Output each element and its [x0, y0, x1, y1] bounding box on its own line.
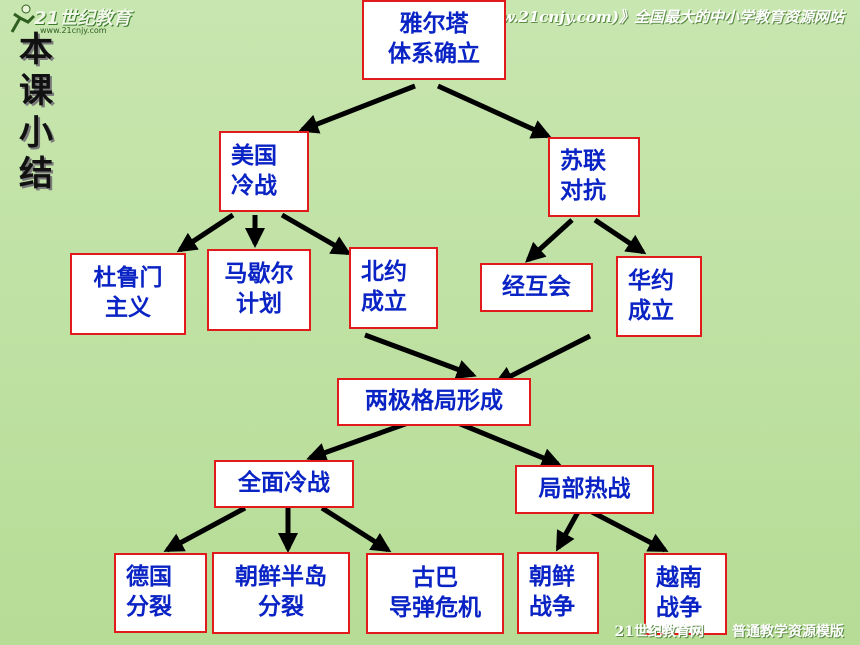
node-line: 主义	[105, 295, 151, 321]
node-line: 杜鲁门	[93, 265, 163, 292]
arrow-nato-to-bipolar	[364, 332, 477, 379]
node-line: 北约	[361, 259, 407, 286]
title-char: 结	[19, 154, 53, 195]
node-warsaw-pact-founded: 华约 成立	[616, 256, 702, 337]
node-line: 朝鲜	[529, 564, 575, 591]
node-line: 分裂	[126, 594, 172, 620]
node-line: 局部热战	[538, 475, 631, 502]
node-us-cold-war: 美国 冷战	[219, 131, 309, 212]
node-yalta-system: 雅尔塔 体系确立	[362, 0, 506, 80]
node-line: 经互会	[502, 273, 571, 300]
node-line: 计划	[236, 291, 282, 317]
node-line: 冷战	[231, 172, 277, 199]
arrow-local-to-vietnam	[590, 509, 669, 553]
node-line: 美国	[231, 142, 277, 169]
node-truman-doctrine: 杜鲁门 主义	[70, 253, 186, 335]
title-char: 小	[19, 112, 53, 153]
arrow-full-to-cuba	[320, 505, 392, 553]
node-cuban-missile-crisis: 古巴 导弹危机	[366, 553, 504, 634]
lesson-summary-title: 本 课 小 结	[10, 30, 62, 196]
arrow-yalta-to-soviet	[436, 83, 552, 139]
footer-banner: 21世纪教育网 普通教学资源模版	[614, 624, 844, 640]
node-marshall-plan: 马歇尔 计划	[207, 249, 311, 331]
title-char: 课	[19, 71, 53, 112]
node-line: 分裂	[258, 594, 304, 620]
node-line: 德国	[126, 564, 172, 591]
node-comecon: 经互会	[480, 263, 593, 312]
node-nato-founded: 北约 成立	[349, 247, 438, 329]
node-line: 华约	[628, 267, 674, 294]
node-full-cold-war: 全面冷战	[214, 460, 354, 508]
node-line: 马歇尔	[224, 261, 294, 288]
node-germany-divided: 德国 分裂	[114, 553, 207, 633]
node-line: 苏联	[560, 148, 606, 175]
arrow-bipolar-to-local	[457, 420, 562, 468]
node-line: 两极格局形成	[365, 388, 503, 415]
node-local-hot-wars: 局部热战	[515, 465, 654, 514]
node-line: 导弹危机	[389, 594, 481, 621]
node-line: 成立	[361, 289, 407, 315]
node-line: 对抗	[560, 178, 606, 204]
node-korean-war: 朝鲜 战争	[517, 552, 599, 634]
arrow-us-to-truman	[176, 212, 235, 253]
node-line: 越南	[656, 565, 702, 592]
node-line: 雅尔塔	[399, 11, 469, 38]
node-line: 全面冷战	[238, 470, 330, 497]
node-korean-peninsula-divided: 朝鲜半岛 分裂	[212, 552, 350, 634]
node-line: 体系确立	[388, 41, 480, 67]
arrow-yalta-to-us	[298, 83, 416, 134]
node-line: 朝鲜半岛	[235, 564, 327, 591]
node-line: 战争	[656, 595, 702, 621]
arrow-warsaw-to-bipolar	[493, 333, 592, 386]
logo-name: 21世纪教育	[34, 8, 132, 29]
arrow-soviet-to-comecon	[525, 218, 574, 263]
logo-runner-icon	[10, 4, 36, 33]
arrow-full-to-germany	[163, 505, 247, 553]
arrow-us-to-nato	[280, 212, 352, 256]
node-line: 古巴	[412, 564, 458, 591]
title-char: 本	[19, 30, 53, 70]
node-vietnam-war: 越南 战争	[644, 553, 727, 635]
arrow-soviet-to-warsaw	[593, 217, 647, 255]
node-soviet-confrontation: 苏联 对抗	[548, 137, 640, 217]
logo-url: www.21cnjy.com	[40, 26, 107, 35]
node-line: 战争	[529, 594, 575, 620]
node-line: 成立	[628, 297, 674, 324]
arrow-bipolar-to-full	[306, 420, 409, 463]
node-bipolar-pattern: 两极格局形成	[337, 378, 531, 426]
site-logo: 21世纪教育 www.21cnjy.com	[4, 2, 164, 38]
arrow-local-to-korean-war	[555, 510, 581, 552]
